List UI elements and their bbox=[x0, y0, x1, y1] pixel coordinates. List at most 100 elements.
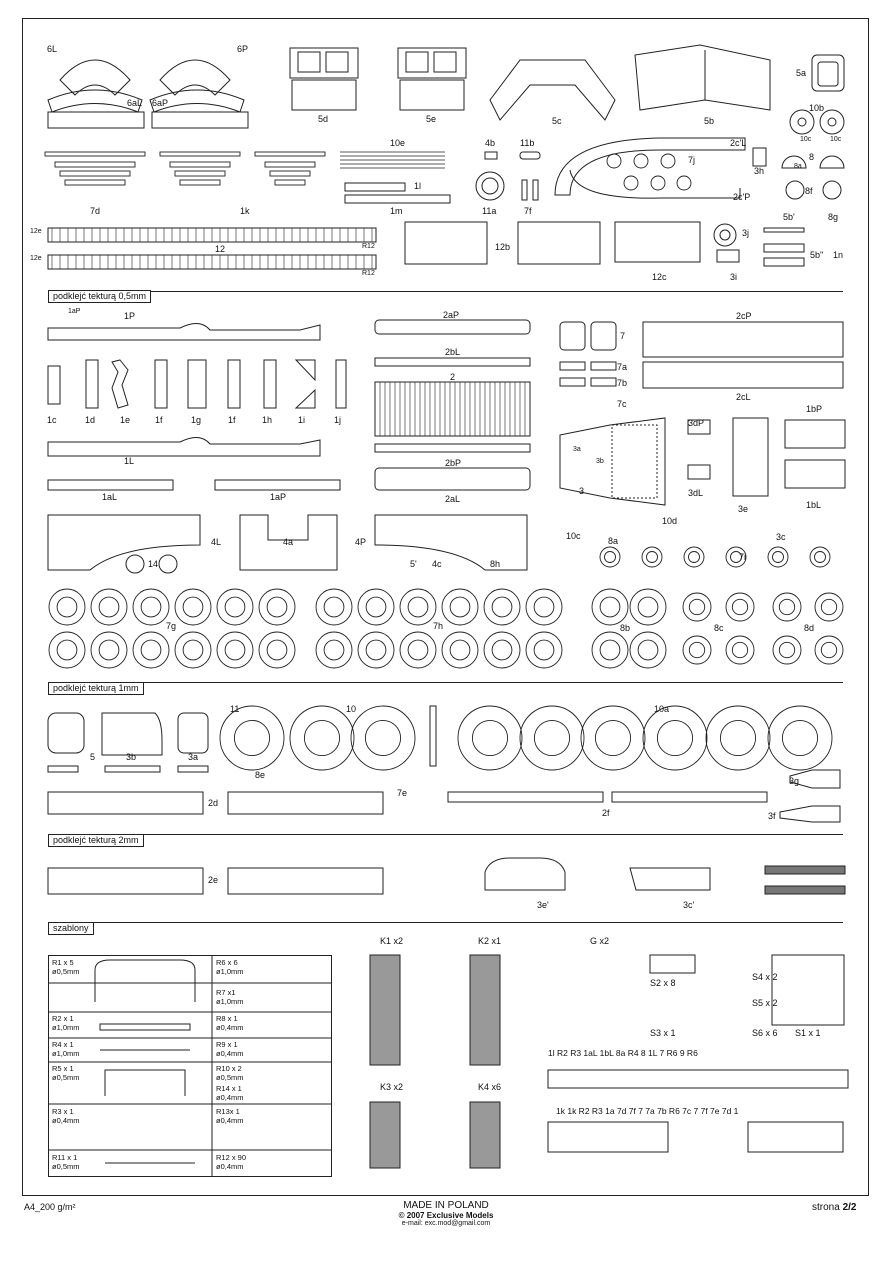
wheel-icon bbox=[48, 631, 86, 669]
wheel-icon bbox=[350, 705, 416, 771]
part-label: 12e bbox=[30, 228, 42, 235]
part-label: 1f bbox=[155, 415, 163, 425]
part-label: 2c'P bbox=[733, 192, 751, 202]
email: e-mail: exc.mod@gmail.com bbox=[401, 1220, 491, 1227]
part-label: 10b bbox=[809, 103, 825, 113]
part-label: R12 bbox=[362, 243, 375, 250]
part-label: 3dL bbox=[688, 488, 704, 498]
assembly-label: K4 x6 bbox=[478, 1082, 502, 1092]
part-label: 3h bbox=[754, 166, 765, 176]
part-label: 6aL bbox=[127, 98, 143, 108]
section-label-templates: szablony bbox=[48, 922, 94, 935]
part-label: 7i bbox=[739, 552, 747, 562]
template-wire: ø1,0mm bbox=[52, 1023, 80, 1032]
assembly-row-labels: 1k 1k R2 R3 1a 7d 7f 7 7a 7b R6 7c 7 7f … bbox=[556, 1106, 739, 1116]
part-label: 2bL bbox=[445, 347, 461, 357]
part-label: 7c bbox=[617, 399, 627, 409]
section-label-2mm: podklejć tekturą 2mm bbox=[48, 834, 144, 847]
template-wire: ø0,5mm bbox=[52, 1073, 80, 1082]
part-label: 3f bbox=[768, 811, 776, 821]
part-label: 10e bbox=[390, 138, 406, 148]
part-label: 10c bbox=[566, 531, 581, 541]
part-label: 8h bbox=[490, 559, 501, 569]
wheel-icon bbox=[705, 705, 771, 771]
part-label: 5c bbox=[552, 116, 562, 126]
part-label: 8f bbox=[805, 186, 813, 196]
wheel-icon bbox=[683, 546, 705, 568]
part-label: 10c bbox=[830, 136, 842, 143]
assembly-label: S1 x 1 bbox=[795, 1028, 821, 1038]
page-indicator: strona 2/2 bbox=[812, 1202, 856, 1213]
part-label: 6P bbox=[237, 44, 249, 54]
part-label: 5e bbox=[426, 114, 437, 124]
part-label: 3e bbox=[738, 504, 749, 514]
section-label-05mm: podklejć tekturą 0,5mm bbox=[48, 290, 152, 303]
part-label: 1j bbox=[334, 415, 342, 425]
template-id: R3 x 1 bbox=[52, 1107, 74, 1116]
wheel-icon bbox=[580, 705, 646, 771]
part-6aL-strip bbox=[47, 111, 145, 129]
part-label: 2cL bbox=[736, 392, 751, 402]
template-id: R5 x 1 bbox=[52, 1064, 74, 1073]
divider bbox=[48, 922, 843, 923]
part-label: 11b bbox=[520, 138, 535, 148]
wheel-icon bbox=[725, 592, 755, 622]
copyright: © 2007 Exclusive Models bbox=[398, 1211, 494, 1220]
wheel-icon bbox=[483, 588, 521, 626]
wheel-icon bbox=[258, 588, 296, 626]
part-label: 1k bbox=[240, 206, 250, 216]
wheel-icon bbox=[289, 705, 355, 771]
part-label: 2d bbox=[208, 798, 219, 808]
part-label: 8a bbox=[608, 536, 619, 546]
part-label: 1aP bbox=[68, 308, 81, 315]
assembly-label: S2 x 8 bbox=[650, 978, 676, 988]
template-wire: ø0,4mm bbox=[216, 1116, 244, 1125]
part-label: 2f bbox=[602, 808, 610, 818]
wheel-icon bbox=[48, 588, 86, 626]
divider bbox=[48, 291, 843, 292]
template-id: R8 x 1 bbox=[216, 1014, 238, 1023]
wheel-icon bbox=[591, 631, 629, 669]
wheel-icon bbox=[441, 631, 479, 669]
part-label: 5' bbox=[410, 559, 417, 569]
part-label: 10c bbox=[800, 136, 812, 143]
part-label: 5b bbox=[704, 116, 715, 126]
template-id: R14 x 1 bbox=[216, 1084, 242, 1093]
template-id: R13x 1 bbox=[216, 1107, 240, 1116]
template-wire: ø0,4mm bbox=[52, 1116, 80, 1125]
part-label: 3a bbox=[188, 752, 199, 762]
part-label: 5a bbox=[796, 68, 807, 78]
part-label: 10d bbox=[662, 516, 678, 526]
part-label: 1L bbox=[124, 456, 135, 466]
wheel-icon bbox=[315, 631, 353, 669]
part-label: 4L bbox=[211, 537, 222, 547]
template-wire: ø0,4mm bbox=[216, 1023, 244, 1032]
template-id: R9 x 1 bbox=[216, 1040, 238, 1049]
part-label: 8a bbox=[794, 163, 802, 170]
wheel-icon bbox=[483, 631, 521, 669]
part-label: 11 bbox=[230, 704, 240, 714]
part-label: 7b bbox=[617, 378, 628, 388]
wheel-icon bbox=[399, 631, 437, 669]
wheel-icon bbox=[315, 588, 353, 626]
wheel-icon bbox=[90, 588, 128, 626]
wheel-icon bbox=[725, 546, 747, 568]
part-label: 1bP bbox=[806, 404, 823, 414]
part-label: 5 bbox=[90, 752, 96, 762]
part-label: 1g bbox=[191, 415, 202, 425]
part-label: 5b'' bbox=[810, 250, 824, 260]
part-label: 2aL bbox=[445, 494, 461, 504]
template-id: R10 x 2 bbox=[216, 1064, 242, 1073]
wheel-icon bbox=[629, 631, 667, 669]
part-label: 5d bbox=[318, 114, 329, 124]
part-label: 8g bbox=[828, 212, 839, 222]
part-label: 12e bbox=[30, 255, 42, 262]
wheel-icon bbox=[216, 588, 254, 626]
assembly-label: S4 x 2 bbox=[752, 972, 778, 982]
